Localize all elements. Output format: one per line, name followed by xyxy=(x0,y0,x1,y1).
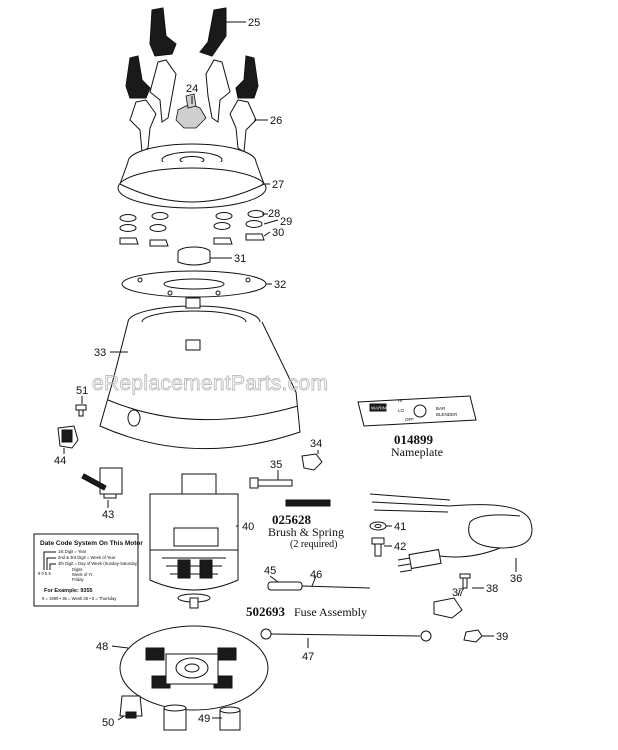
callout-42: 42 xyxy=(394,541,406,553)
svg-text:HI: HI xyxy=(398,398,403,403)
callout-45: 45 xyxy=(264,565,276,577)
svg-text:1st Digit = Year: 1st Digit = Year xyxy=(58,549,87,554)
nameplate: WARING HI LO OFF BAR BLENDER 014899 Name… xyxy=(357,395,477,459)
callout-numbers: 25 24 26 27 28 29 30 31 32 33 51 44 34 3… xyxy=(54,17,522,729)
callout-32: 32 xyxy=(274,279,286,291)
callout-36: 36 xyxy=(510,573,522,585)
callout-35: 35 xyxy=(270,459,282,471)
coupler-pad-set xyxy=(125,7,259,153)
fuse-caption: Fuse Assembly xyxy=(294,605,367,619)
svg-text:BAR: BAR xyxy=(436,406,446,411)
callout-47: 47 xyxy=(302,651,314,663)
callout-24: 24 xyxy=(186,83,198,95)
base-plate xyxy=(117,143,267,209)
motor xyxy=(149,473,239,609)
svg-text:LO: LO xyxy=(398,408,405,413)
svg-text:Date Code System On This Motor: Date Code System On This Motor xyxy=(40,540,143,547)
feet xyxy=(119,695,241,731)
nameplate-part-number: 014899 xyxy=(394,432,434,447)
callout-44: 44 xyxy=(54,455,66,467)
brush-caption: Brush & Spring xyxy=(268,525,344,539)
callout-34: 34 xyxy=(310,438,322,450)
power-cord xyxy=(369,493,533,573)
svg-text:Digits: Digits xyxy=(72,567,82,572)
callout-28: 28 xyxy=(268,208,280,220)
fuse-part-number: 502693 xyxy=(246,604,286,619)
svg-text:9 0 5 5: 9 0 5 5 xyxy=(38,571,51,576)
callout-29: 29 xyxy=(280,216,292,228)
callout-41: 41 xyxy=(394,521,406,533)
callout-50: 50 xyxy=(102,717,114,729)
callout-31: 31 xyxy=(234,253,246,265)
date-code-box: Date Code System On This Motor 1st Digit… xyxy=(33,533,143,607)
callout-33: 33 xyxy=(94,347,106,359)
callout-46: 46 xyxy=(310,569,322,581)
clamp-hardware xyxy=(433,573,483,643)
callout-38: 38 xyxy=(486,583,498,595)
fuse-assembly: 502693 Fuse Assembly xyxy=(246,581,371,619)
leader-lines xyxy=(63,21,517,721)
callout-26: 26 xyxy=(270,115,282,127)
gasket xyxy=(121,270,267,298)
ground-wire xyxy=(260,628,432,642)
svg-text:2nd & 3rd Digit = Week of Year: 2nd & 3rd Digit = Week of Year xyxy=(58,555,116,560)
callout-37: 37 xyxy=(452,587,464,599)
svg-text:For Example: 9355: For Example: 9355 xyxy=(44,588,93,594)
brush-note: (2 required) xyxy=(290,539,337,550)
nameplate-brand: WARING xyxy=(371,406,390,411)
bottom-plate xyxy=(119,625,269,711)
svg-text:BLENDER: BLENDER xyxy=(436,412,458,417)
callout-48: 48 xyxy=(96,641,108,653)
callout-49: 49 xyxy=(198,713,210,725)
washer-nut-set xyxy=(119,210,265,247)
callout-30: 30 xyxy=(272,227,284,239)
nameplate-caption: Nameplate xyxy=(391,445,443,459)
cap-and-screw xyxy=(249,453,323,489)
bearing xyxy=(177,246,211,266)
callout-25: 25 xyxy=(248,17,260,29)
brush-and-spring: 025628 Brush & Spring (2 required) xyxy=(268,499,344,550)
callout-51: 51 xyxy=(76,385,88,397)
washer-screw xyxy=(369,521,387,557)
small-parts-left xyxy=(57,404,123,499)
brush-part-number: 025628 xyxy=(272,512,312,527)
svg-text:Friday: Friday xyxy=(72,577,85,582)
svg-text:4th Digit = Day of Week (Sunda: 4th Digit = Day of Week (Sunday-Saturday… xyxy=(58,561,139,566)
callout-40: 40 xyxy=(242,521,254,533)
motor-housing xyxy=(99,297,301,450)
callout-27: 27 xyxy=(272,179,284,191)
svg-text:Week of Yr.: Week of Yr. xyxy=(72,572,94,577)
svg-text:9 = 1999 • 35 = Week 35 • 5 =: 9 = 1999 • 35 = Week 35 • 5 = Thursday xyxy=(42,596,117,601)
watermark: eReplacementParts.com xyxy=(92,372,328,395)
svg-text:OFF: OFF xyxy=(405,417,414,422)
callout-39: 39 xyxy=(496,631,508,643)
callout-43: 43 xyxy=(102,509,114,521)
